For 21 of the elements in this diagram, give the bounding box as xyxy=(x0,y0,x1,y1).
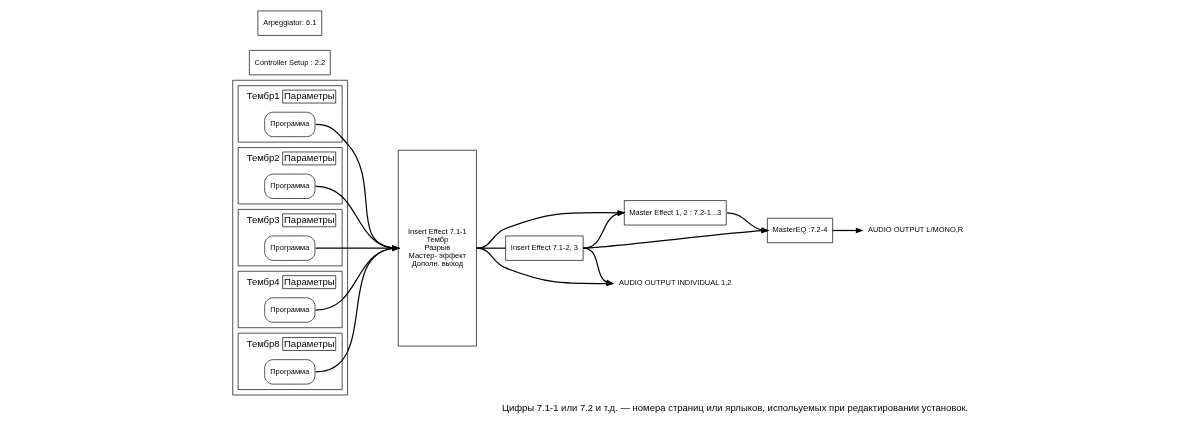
node-box: Controller Setup : 2.2 xyxy=(248,50,331,76)
node-box: Программа xyxy=(263,173,315,199)
arrow xyxy=(314,245,400,373)
caption: Цифры 7.1-1 или 7.2 и т.д. — номера страниц или ярлыков, испольуемых при редактировании установок. xyxy=(501,401,968,413)
node-box: Программа xyxy=(263,359,315,385)
node-box: Программа xyxy=(263,111,315,137)
node-box: Insert Effect 7.1-1 Тембр Разрыв Мастер- эффект Дополн. выход xyxy=(397,149,477,347)
node-box: Arpeggiator: 6.1 xyxy=(257,10,322,36)
node-text: AUDIO OUTPUT INDIVIDUAL 1,2 xyxy=(618,278,732,288)
arrow xyxy=(314,245,400,311)
node-box: Master Effect 1, 2 : 7.2-1...3 xyxy=(623,200,727,226)
cluster xyxy=(231,79,348,396)
arrow xyxy=(314,123,400,251)
node-box: Программа xyxy=(263,235,315,261)
node-box: Программа xyxy=(263,297,315,323)
node-box: MasterEQ :7.2-4 xyxy=(766,217,833,244)
arrow xyxy=(831,227,864,234)
node-text: AUDIO OUTPUT L/MONO,R xyxy=(867,225,963,235)
arrow xyxy=(314,245,400,251)
node-box: Insert Effect 7.1-2, 3 xyxy=(504,235,583,261)
arrow xyxy=(314,185,400,251)
